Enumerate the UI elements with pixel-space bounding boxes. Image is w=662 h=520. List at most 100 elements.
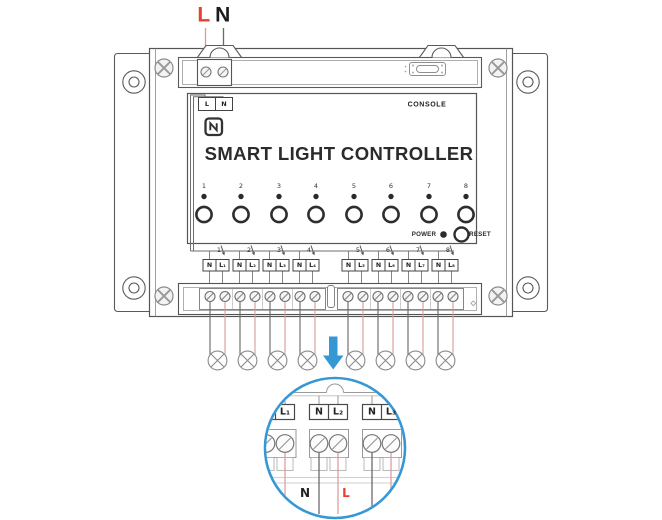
led-dot [276, 193, 282, 200]
terminal-screw-icon [275, 434, 295, 453]
channel-button [345, 205, 363, 224]
led-number: 3 [276, 181, 282, 190]
light-bulb-icon [237, 350, 258, 371]
led-number: 4 [313, 181, 319, 190]
output-n-label: N [375, 261, 382, 269]
led-number: 2 [238, 181, 244, 190]
magnifier-n-label: N [315, 406, 323, 418]
output-l-label: L₇ [418, 261, 425, 269]
output-l-label: L₈ [448, 261, 455, 269]
terminal-screw-icon [264, 290, 276, 303]
led-number: 8 [463, 181, 469, 190]
output-n-label: N [266, 261, 273, 269]
magnifier-l2-label: L₂ [332, 406, 344, 418]
light-bulb-icon [297, 350, 318, 371]
terminal-screw-icon [309, 434, 329, 453]
bottom-terminal-strip [177, 282, 483, 316]
led-indicators [201, 193, 469, 200]
diamond-mark [470, 300, 477, 307]
terminal-screw-icon [200, 66, 212, 78]
right-mounting-ear [506, 52, 549, 313]
output-terminal-labels [202, 245, 459, 284]
terminal-screw-icon [328, 434, 348, 453]
magnifier-l3-label: L₃ [385, 406, 397, 418]
power-led [440, 231, 447, 238]
magnifier [263, 376, 407, 520]
channel-button [307, 205, 325, 224]
switch-symbols [220, 245, 454, 256]
led-dot [351, 193, 357, 200]
channel-button [420, 205, 438, 224]
strip-divider [327, 285, 335, 308]
channel-number: 1 [216, 245, 222, 254]
terminal-screw-icon [249, 290, 261, 303]
console-port-icon [404, 62, 446, 76]
light-bulb-icon [345, 350, 366, 371]
output-n-label: N [236, 261, 243, 269]
nfc-icon [204, 117, 224, 137]
output-l-label: L₂ [249, 261, 256, 269]
device-title: SMART LIGHT CONTROLLER [204, 142, 474, 164]
channel-number: 2 [246, 245, 252, 254]
corner-screws [154, 58, 508, 306]
led-number: 7 [426, 181, 432, 190]
magnifier-n-label: N [368, 406, 376, 418]
terminal-screw-icon [387, 290, 399, 303]
led-number: 5 [351, 181, 357, 190]
light-bulb-icon [267, 350, 288, 371]
load-wires [209, 302, 454, 355]
magnifier-l1-label: L₁ [279, 406, 291, 418]
terminal-screw-icon [432, 290, 444, 303]
phillips-screw-icon [488, 58, 508, 78]
terminal-screw-icon [294, 290, 306, 303]
phillips-screw-icon [154, 58, 174, 78]
led-number: 6 [388, 181, 394, 190]
terminal-screw-icon [204, 290, 216, 303]
light-bulbs [207, 350, 456, 371]
output-n-label: N [345, 261, 352, 269]
input-label-box [198, 97, 233, 111]
led-dot [238, 193, 244, 200]
output-l-label: L₆ [388, 261, 395, 269]
reset-button [453, 226, 470, 243]
magnifier-screws [266, 434, 401, 453]
terminal-screw-icon [417, 290, 429, 303]
phillips-screw-icon [154, 286, 174, 306]
output-l-label: L₃ [279, 261, 286, 269]
output-l-label: L₁ [219, 261, 226, 269]
light-bulb-icon [405, 350, 426, 371]
magnifier-line-wire-label: L [342, 485, 350, 500]
terminal-screw-icon [234, 290, 246, 303]
output-l-label: L₄ [309, 261, 316, 269]
power-label: POWER [411, 230, 437, 238]
terminal-screw-icon [217, 66, 229, 78]
channel-button [457, 205, 475, 224]
terminal-screw-icon [402, 290, 414, 303]
zoom-arrow-icon [323, 336, 344, 370]
left-mounting-ear [113, 52, 156, 313]
output-l-label: L₅ [358, 261, 365, 269]
terminal-screw-icon [279, 290, 291, 303]
terminal-screw-icon [342, 290, 354, 303]
terminal-screw-icon [309, 290, 321, 303]
channel-buttons [195, 205, 475, 224]
channel-number: 4 [306, 245, 312, 254]
channel-number: 5 [355, 245, 361, 254]
power-input-terminal [196, 58, 233, 87]
input-box-n-label: N [221, 100, 227, 109]
magnifier-neutral-wire-label: N [299, 485, 311, 500]
light-bulb-icon [207, 350, 228, 371]
led-dot [463, 193, 469, 200]
output-n-label: N [206, 261, 213, 269]
channel-number: 8 [445, 245, 451, 254]
console-label: CONSOLE [407, 101, 447, 109]
led-dot [201, 193, 207, 200]
terminal-screw-icon [362, 434, 382, 453]
led-dot [313, 193, 319, 200]
terminal-screw-icon [372, 290, 384, 303]
input-line-label: L [197, 3, 211, 27]
channel-button [195, 205, 213, 224]
terminal-screw-icon [447, 290, 459, 303]
